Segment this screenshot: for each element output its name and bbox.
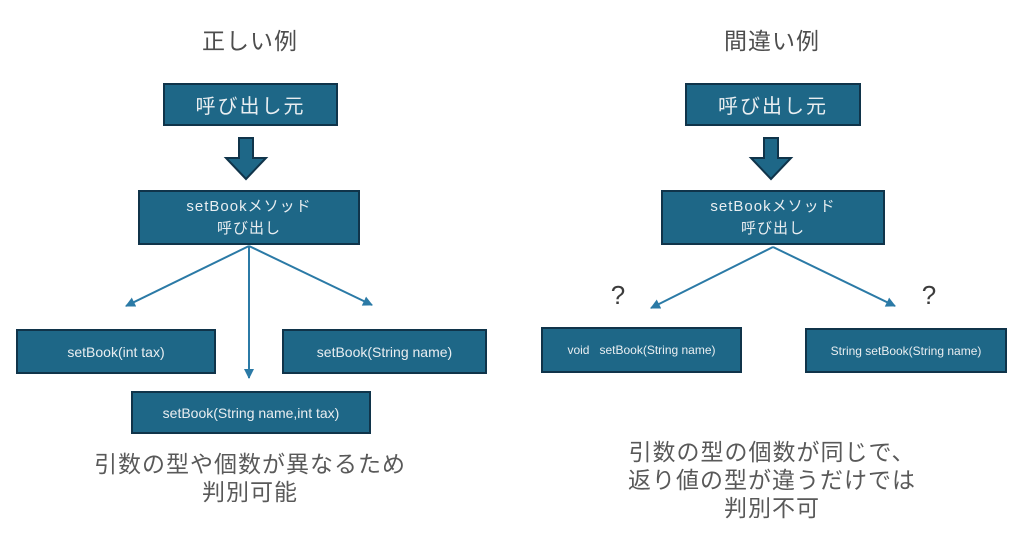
left-leaf-box-int-tax: setBook(int tax) [16,329,216,374]
left-method-box-line2: 呼び出し [216,219,281,237]
left-leaf-box-string-name-int-tax: setBook(String name,int tax) [131,391,371,434]
left-caption-line1: 引数の型や個数が異なるため [94,451,406,477]
right-method-box-line2: 呼び出し [740,219,805,237]
fanout-arrow-left-icon [650,246,774,309]
right-column-title: 間違い例 [724,28,820,54]
question-mark-left: ? [610,280,626,310]
down-block-arrow-icon [748,137,794,181]
fanout-arrow-left-icon [125,245,250,307]
left-method-box-line1: setBookメソッド [186,197,312,215]
right-caption: 引数の型の個数が同じで、 返り値の型が違うだけでは 判別不可 [522,438,1022,522]
right-method-box-line1: setBookメソッド [710,197,836,215]
left-column-title: 正しい例 [202,28,298,54]
right-caller-box: 呼び出し元 [685,83,861,126]
fanout-arrow-right-icon [248,245,373,306]
left-leaf-box-string-name: setBook(String name) [282,329,487,374]
right-leaf-box-string-return: String setBook(String name) [805,328,1007,373]
right-method-box: setBookメソッド 呼び出し [661,190,885,245]
left-method-box: setBookメソッド 呼び出し [138,190,360,245]
left-caption-line2: 判別可能 [202,479,298,505]
right-caption-line3: 判別不可 [724,495,820,521]
right-caption-line1: 引数の型の個数が同じで、 [628,439,916,465]
right-caption-line2: 返り値の型が違うだけでは [628,467,916,493]
question-mark-right: ? [921,280,937,310]
right-leaf-box-void: void setBook(String name) [541,327,742,373]
left-caption: 引数の型や個数が異なるため 判別可能 [0,450,500,506]
fanout-arrow-right-icon [772,246,896,307]
left-caller-box: 呼び出し元 [163,83,338,126]
down-block-arrow-icon [223,137,269,181]
